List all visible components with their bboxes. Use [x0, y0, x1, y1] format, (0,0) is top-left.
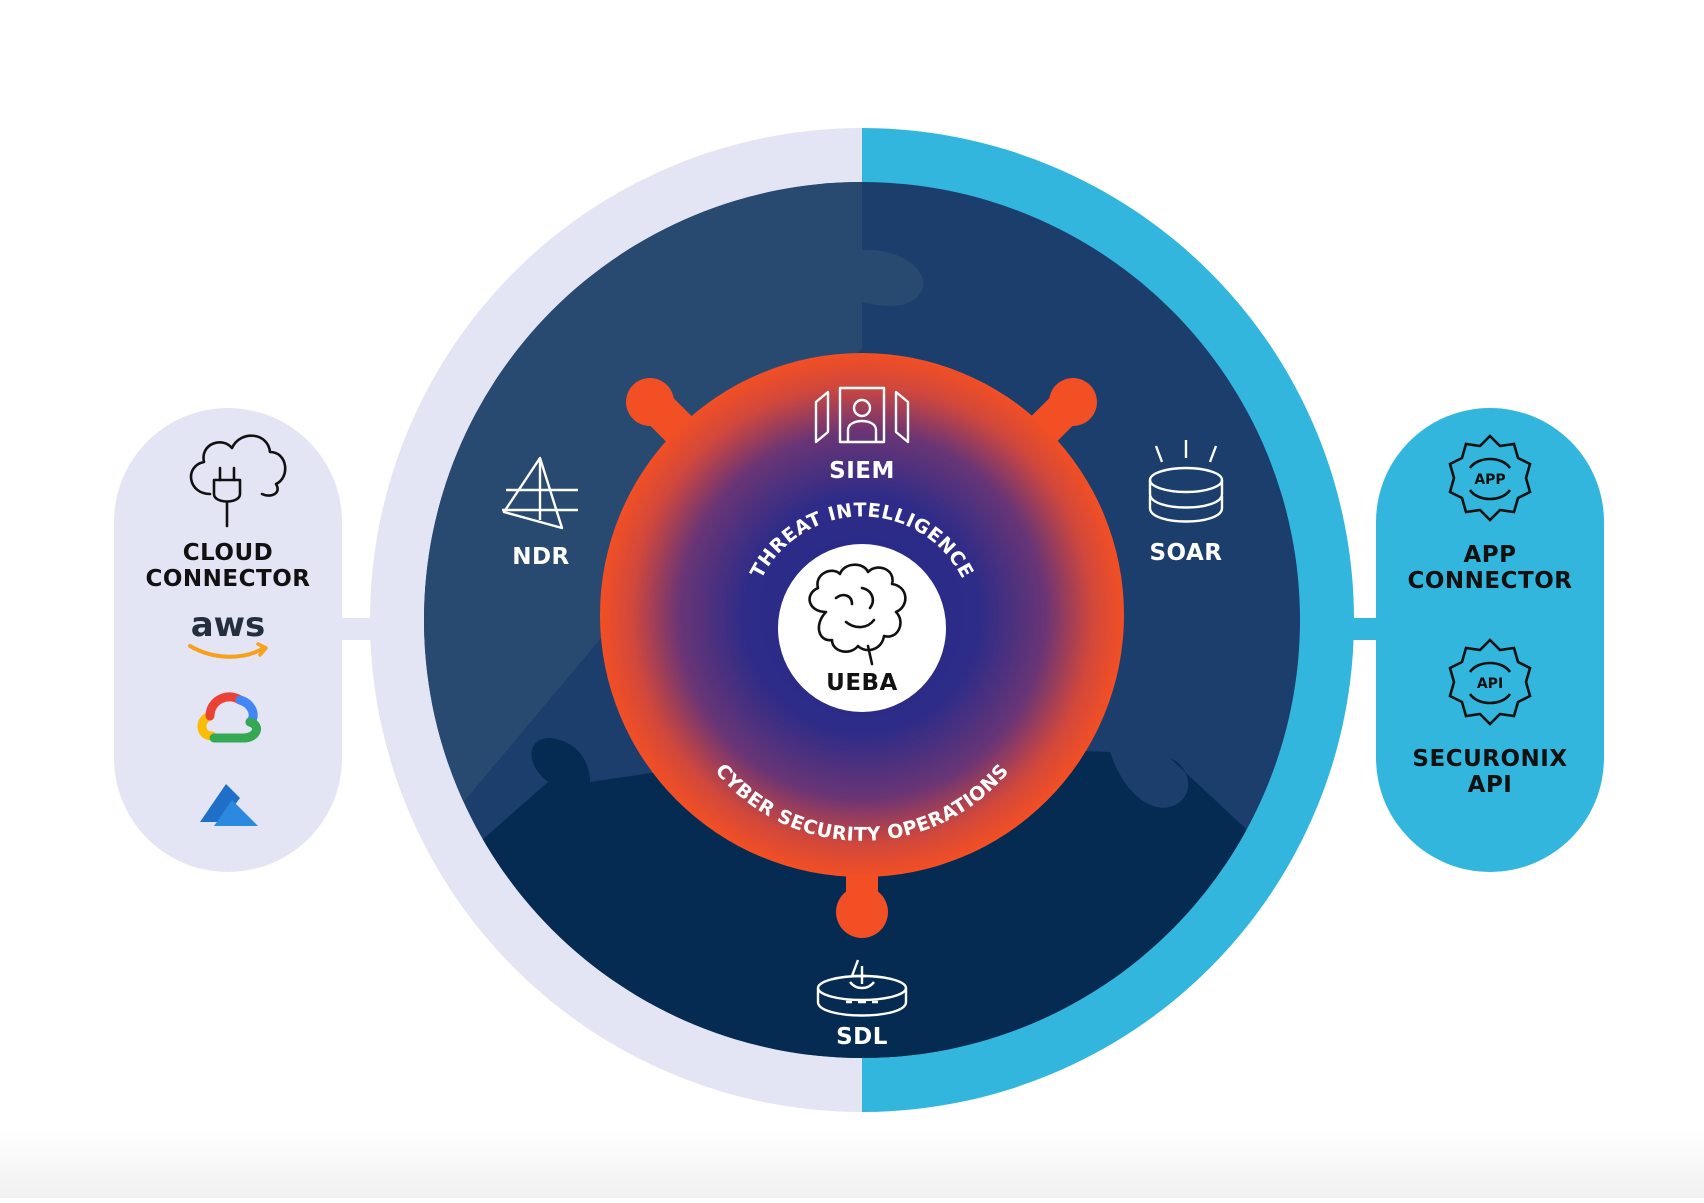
app-gear-icon [1448, 434, 1532, 522]
securonix-api-title-1: SECURONIX [1412, 746, 1567, 772]
brain-icon [808, 563, 907, 666]
siem-icon [814, 386, 910, 444]
azure-logo [200, 784, 258, 826]
cloud-connector-title-2: CONNECTOR [146, 566, 311, 592]
ndr-label: NDR [512, 544, 570, 570]
securonix-api-title-2: API [1468, 772, 1513, 798]
cloud-connector-title-1: CLOUD [183, 540, 274, 566]
soar-label: SOAR [1149, 540, 1222, 566]
bottom-fade [0, 1130, 1704, 1198]
app-connector-title-2: CONNECTOR [1408, 568, 1573, 594]
soar-icon [1148, 440, 1224, 523]
ueba-label: UEBA [826, 670, 898, 696]
cloud-connector-panel [114, 408, 342, 872]
api-gear-icon [1448, 638, 1532, 726]
siem-label: SIEM [829, 458, 895, 484]
aws-logo: aws [188, 605, 268, 659]
cloud-plug-icon [189, 434, 287, 528]
sdl-label: SDL [836, 1024, 888, 1050]
ndr-icon [502, 456, 578, 530]
google-cloud-logo [197, 692, 261, 743]
app-connector-title-1: APP [1463, 542, 1516, 568]
sdl-icon [816, 959, 908, 1017]
aws-logo-text: aws [191, 605, 266, 645]
app-badge: APP [1474, 472, 1505, 488]
api-badge: API [1477, 676, 1503, 692]
